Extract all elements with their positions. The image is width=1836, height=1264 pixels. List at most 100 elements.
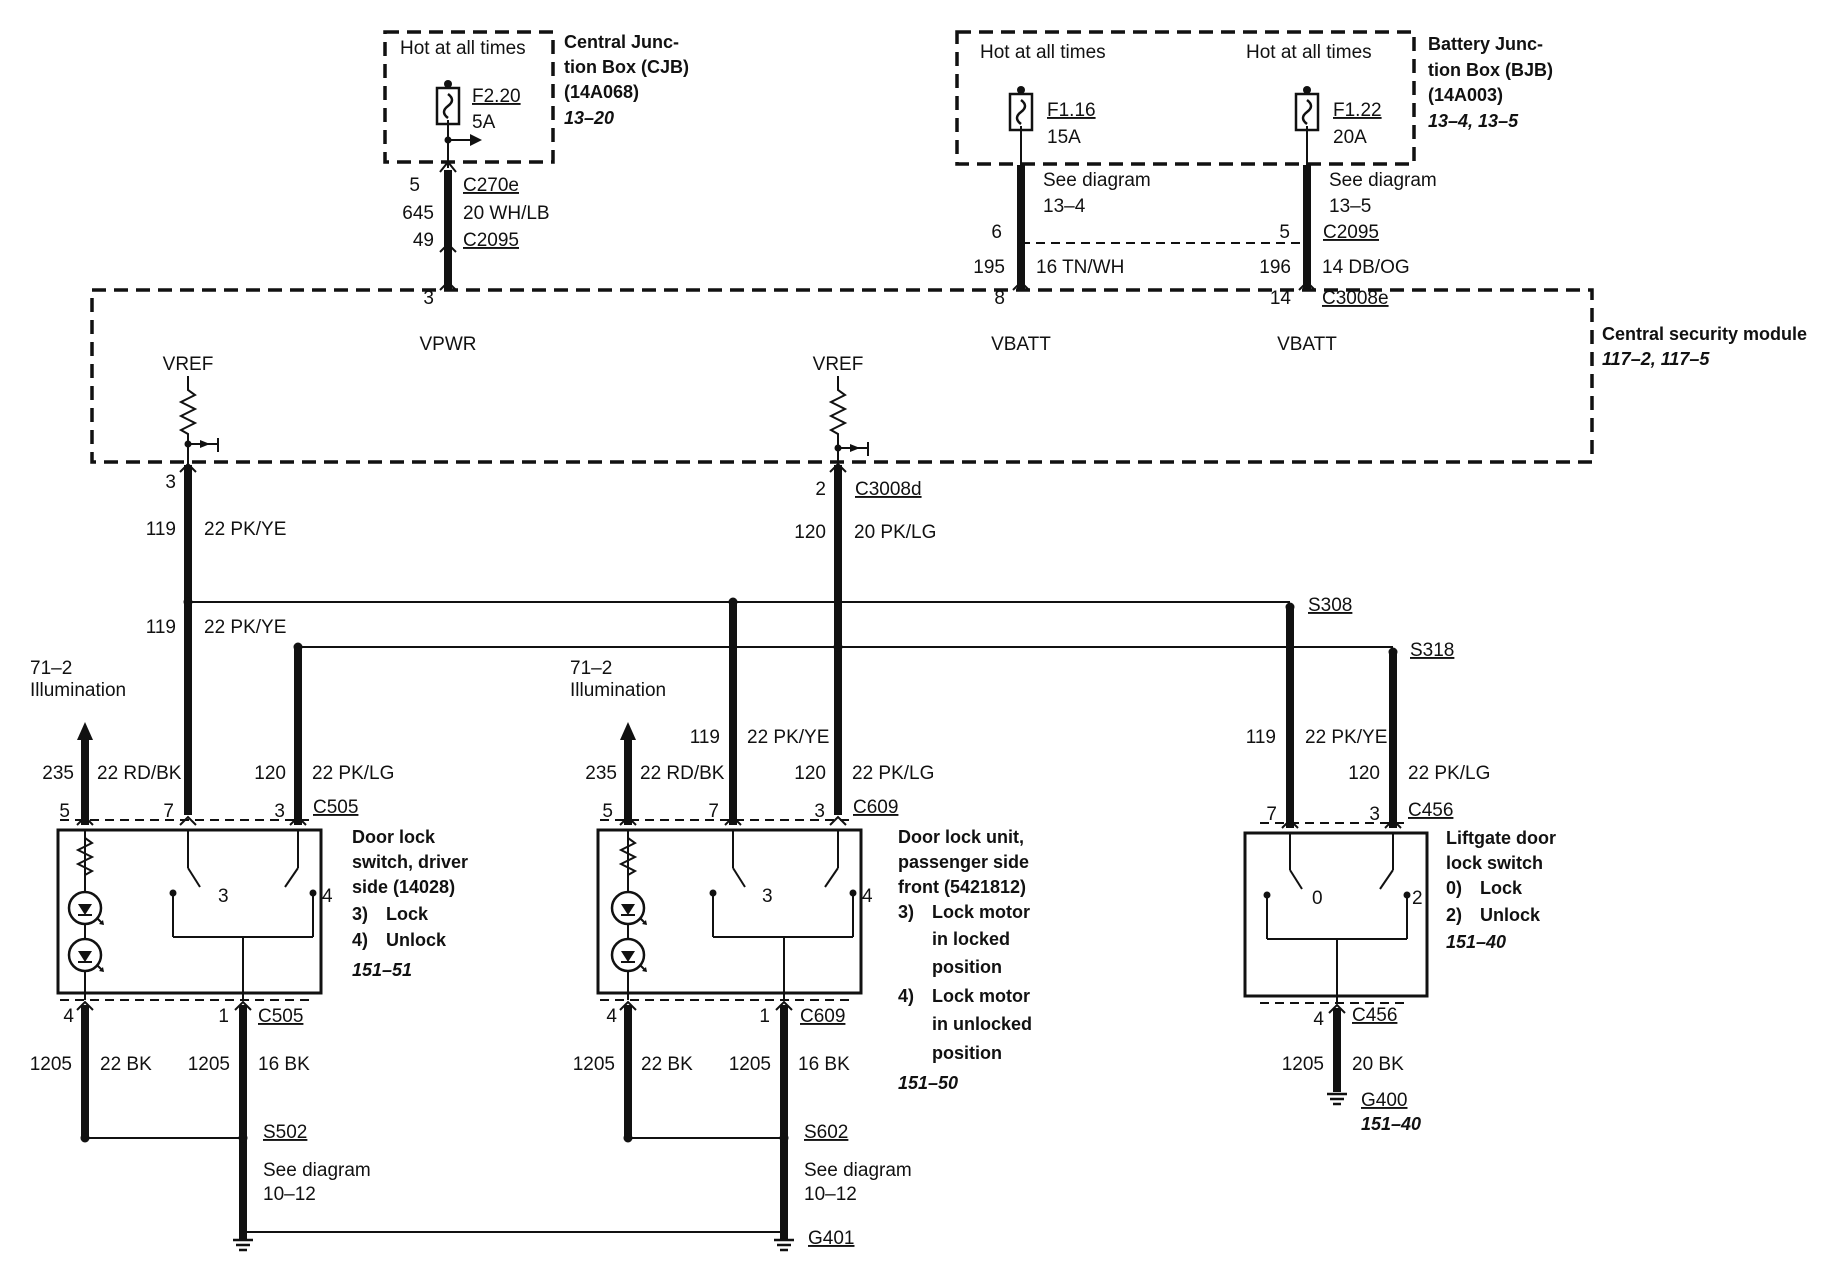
driver-pin-5: 5 [59,801,70,822]
bjb-part: (14A003) [1428,85,1503,105]
vbatt2-label: VBATT [1277,334,1337,355]
driver-mode-4: 4) [352,930,368,950]
passenger-door-lock-unit: 71–2 Illumination 119 22 PK/YE 235 22 RD… [570,602,1032,1252]
cjb-part: (14A068) [564,82,639,102]
vbatt2-wire: 14 DB/OG [1322,257,1410,278]
driver-contact-3: 3 [218,886,229,907]
driver-pin-1: 1 [218,1006,229,1027]
liftgate-ref: 151–40 [1446,932,1506,952]
driver-wire-gnd-1: 22 BK [100,1054,152,1075]
passenger-ground-icon [772,1238,796,1252]
passenger-circuit-235: 235 [585,763,617,784]
vbatt2-see-2: 13–5 [1329,196,1371,217]
bjb-ref: 13–4, 13–5 [1428,111,1519,131]
liftgate-mode-2-text: Unlock [1480,905,1541,925]
passenger-conn-top: C609 [853,797,898,818]
driver-conn-bottom: C505 [258,1006,303,1027]
liftgate-pin-4: 4 [1313,1009,1324,1030]
driver-title-2: switch, driver [352,852,468,872]
fuse-f1-16-icon [1008,84,1034,132]
passenger-circuit-gnd-2: 1205 [729,1054,771,1075]
driver-mode-3: 3) [352,904,368,924]
vbatt2-see-1: See diagram [1329,170,1437,191]
vbatt2-conn-c2095: C2095 [1323,222,1379,243]
unlock-out-conn: C3008d [855,479,922,500]
module-title: Central security module [1602,324,1807,344]
driver-illum-2: Illumination [30,680,126,701]
passenger-illum-2: Illumination [570,680,666,701]
unlock-out-wire: 20 PK/LG [854,522,936,543]
vbatt2-pin-module: 14 [1270,288,1292,309]
bjb-fuse2-rating: 20A [1333,127,1367,148]
lock-out-pin: 3 [165,472,176,493]
passenger-wire-gnd-1: 22 BK [641,1054,693,1075]
driver-pin-4: 4 [63,1006,74,1027]
bjb-title-1: Battery Junc- [1428,34,1543,54]
passenger-contact-4: 4 [862,886,873,907]
passenger-splice: S602 [804,1122,848,1143]
liftgate-contact-0: 0 [1312,888,1323,909]
driver-resistor-icon [75,837,95,876]
liftgate-door-lock-switch: 119 22 PK/YE 120 22 PK/LG 7 3 C456 0 2 L… [1243,607,1556,1134]
passenger-bulb-1-icon [610,890,649,927]
vbatt2-conn-module: C3008e [1322,288,1389,309]
vref-2-label: VREF [813,354,864,375]
passenger-unit-box [596,828,863,995]
resistor-1-icon [178,376,198,465]
liftgate-contact-2: 2 [1412,888,1423,909]
liftgate-title-1: Liftgate door [1446,828,1556,848]
cjb-title-2: tion Box (CJB) [564,57,689,77]
cjb-ref: 13–20 [564,108,614,128]
liftgate-conn-bottom: C456 [1352,1005,1397,1026]
passenger-mode-3-text-3: position [932,957,1002,977]
vpwr-conn-c2095: C2095 [463,230,519,251]
unlock-out-circuit: 120 [794,522,826,543]
passenger-title-2: passenger side [898,852,1029,872]
driver-pin-7: 7 [163,801,174,822]
vbatt1-pin-module: 8 [994,288,1005,309]
unlock-out-pin: 2 [815,479,826,500]
passenger-ref: 151–50 [898,1073,958,1093]
driver-conn-top: C505 [313,797,358,818]
driver-ground-icon [231,1238,255,1252]
passenger-circuit-119: 119 [690,727,720,748]
passenger-circuit-120: 120 [794,763,826,784]
vpwr-feed: 5 C270e 645 20 WH/LB 49 C2095 3 VPWR [402,120,550,355]
driver-circuit-120: 120 [254,763,286,784]
driver-mode-3-text: Lock [386,904,429,924]
bjb-fuse2-id: F1.22 [1333,100,1382,121]
passenger-contact-3: 3 [762,886,773,907]
passenger-pin-7: 7 [708,801,719,822]
passenger-circuit-gnd-1: 1205 [573,1054,615,1075]
driver-title-3: side (14028) [352,877,455,897]
passenger-mode-4-text-1: Lock motor [932,986,1030,1006]
vbatt1-wire: 16 TN/WH [1036,257,1124,278]
liftgate-circuit-gnd: 1205 [1282,1054,1324,1075]
fuse-f1-22-icon [1294,84,1320,132]
central-junction-box: Hot at all times F2.20 5A Central Junc- … [383,30,689,164]
driver-circuit-gnd-1: 1205 [30,1054,72,1075]
vpwr-circuit: 645 [402,203,434,224]
passenger-wire-120: 22 PK/LG [852,763,934,784]
vpwr-conn-c270e: C270e [463,175,519,196]
vpwr-wire: 20 WH/LB [463,203,550,224]
ground-g400-ref: 151–40 [1361,1114,1421,1134]
splice-s308: S308 [1308,595,1352,616]
cjb-hot-label: Hot at all times [400,38,526,59]
liftgate-mode-2: 2) [1446,905,1462,925]
liftgate-wire-120: 22 PK/LG [1408,763,1490,784]
driver-splice: S502 [263,1122,307,1143]
passenger-pin-4: 4 [606,1006,617,1027]
liftgate-ground-icon [1325,1092,1349,1106]
unlock-output-circuit: 2 C3008d 120 20 PK/LG S318 [293,462,1454,815]
passenger-conn-bottom: C609 [800,1006,845,1027]
passenger-illum-1: 71–2 [570,658,612,679]
central-security-module: Central security module 117–2, 117–5 VRE… [90,288,1807,465]
driver-illum-1: 71–2 [30,658,72,679]
driver-bulb-1-icon [67,890,106,927]
driver-wire-120: 22 PK/LG [312,763,394,784]
liftgate-circuit-120: 120 [1348,763,1380,784]
driver-see-1: See diagram [263,1160,371,1181]
vpwr-pin-c2095: 49 [413,230,434,251]
